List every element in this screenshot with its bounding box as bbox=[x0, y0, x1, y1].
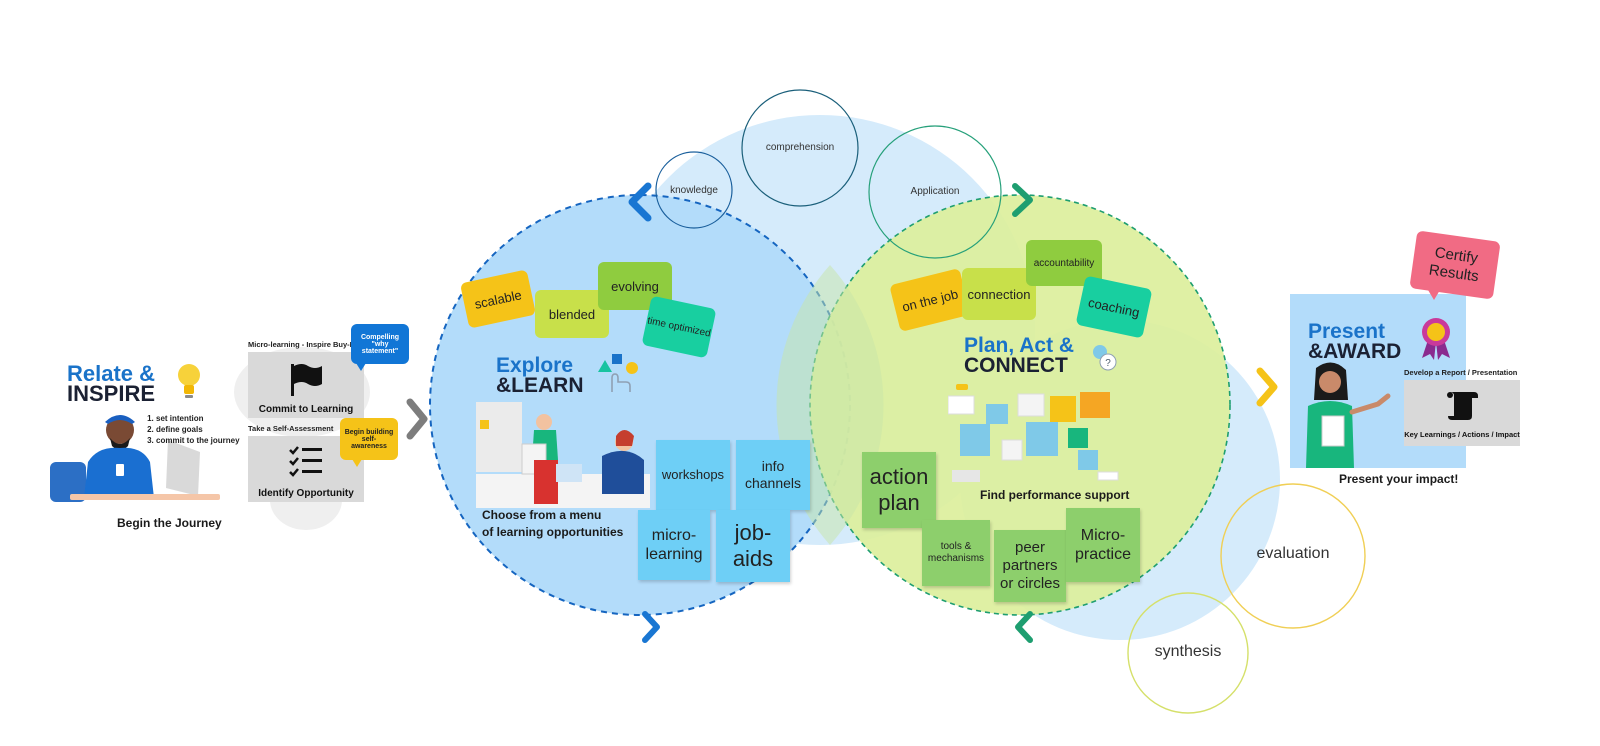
shapes-touch-icon bbox=[598, 354, 638, 392]
info-channels-sticky: info channels bbox=[736, 440, 810, 510]
chevron-right-icon bbox=[1256, 367, 1278, 407]
explore-title-line1: Explore bbox=[496, 354, 574, 377]
report-card-caption: Key Learnings / Actions / Impact bbox=[1404, 430, 1520, 439]
report-label: Develop a Report / Presentation bbox=[1404, 368, 1518, 377]
scroll-document-icon bbox=[1447, 392, 1478, 420]
present-title-line1: Present bbox=[1308, 320, 1386, 343]
chevron-right-icon bbox=[406, 398, 428, 440]
relate-caption: Begin the Journey bbox=[117, 516, 222, 530]
relate-step: set intention bbox=[156, 413, 240, 424]
explore-caption-line1: Choose from a menu bbox=[482, 508, 602, 522]
explore-caption-line2: of learning opportunities bbox=[482, 525, 624, 539]
synthesis-label: synthesis bbox=[1154, 643, 1222, 660]
identify-card-caption: Identify Opportunity bbox=[258, 488, 354, 499]
evaluation-ring bbox=[1220, 483, 1366, 629]
comprehension-label: comprehension bbox=[765, 142, 835, 153]
person-at-laptop-illustration bbox=[50, 415, 220, 502]
action-plan-sticky: action plan bbox=[862, 452, 936, 528]
present-title-line2: &AWARD bbox=[1308, 340, 1402, 363]
chevron-right-icon bbox=[1012, 183, 1033, 217]
synthesis-ring bbox=[1127, 592, 1249, 714]
lightbulb-icon bbox=[178, 364, 200, 398]
micro-learning-sticky: micro-learning bbox=[638, 510, 710, 580]
application-label: Application bbox=[910, 186, 960, 197]
self-awareness-bubble: Begin building self-awareness bbox=[340, 418, 398, 460]
tools-mechanisms-sticky: tools & mechanisms bbox=[922, 520, 990, 586]
commit-card-caption: Commit to Learning bbox=[258, 404, 354, 415]
explore-title-line2: &LEARN bbox=[496, 374, 584, 397]
connect-title-line2: CONNECT bbox=[964, 354, 1068, 377]
micro-practice-sticky: Micro-practice bbox=[1066, 508, 1140, 582]
why-statement-bubble: Compelling "why statement" bbox=[351, 324, 409, 364]
question-chat-icon: ? bbox=[1093, 345, 1117, 371]
connection-bubble: connection bbox=[962, 268, 1036, 320]
peer-partners-sticky: peer partners or circles bbox=[994, 530, 1066, 602]
assessment-label: Take a Self-Assessment bbox=[248, 424, 334, 433]
commit-top-label: Micro-learning - Inspire Buy-In bbox=[248, 340, 357, 349]
award-ribbon-icon bbox=[1422, 318, 1450, 360]
comprehension-ring bbox=[741, 89, 859, 207]
relate-title-line1: Relate & bbox=[67, 361, 156, 386]
knowledge-label: knowledge bbox=[670, 185, 718, 196]
chevron-right-icon bbox=[642, 611, 660, 643]
job-aids-sticky: job-aids bbox=[716, 510, 790, 582]
relate-steps-list: set intention define goals commit to the… bbox=[142, 413, 240, 446]
certify-results-bubble: Certify Results bbox=[1409, 230, 1501, 300]
workshops-sticky: workshops bbox=[656, 440, 730, 510]
relate-title-line2: INSPIRE bbox=[67, 381, 156, 406]
video-call-collage-illustration bbox=[948, 384, 1119, 482]
evaluation-label: evaluation bbox=[1256, 545, 1330, 562]
checklist-icon bbox=[289, 446, 322, 477]
woman-presenting-illustration bbox=[1306, 362, 1391, 468]
blended-bubble: blended bbox=[535, 290, 609, 338]
relate-step: define goals bbox=[156, 424, 240, 435]
flag-icon bbox=[291, 364, 322, 396]
people-discussing-illustration bbox=[476, 402, 650, 508]
relate-step: commit to the journey bbox=[156, 435, 240, 446]
application-ring bbox=[868, 125, 1002, 259]
knowledge-ring bbox=[655, 151, 733, 229]
svg-text:?: ? bbox=[1105, 358, 1111, 369]
connect-title-line1: Plan, Act & bbox=[964, 334, 1075, 357]
commit-card: Commit to Learning bbox=[248, 352, 364, 418]
report-card: Key Learnings / Actions / Impact bbox=[1404, 380, 1520, 446]
connect-caption: Find performance support bbox=[980, 488, 1130, 502]
chevron-left-icon bbox=[1015, 611, 1033, 643]
chevron-left-icon bbox=[628, 182, 652, 222]
accountability-bubble: accountability bbox=[1026, 240, 1102, 286]
present-caption: Present your impact! bbox=[1339, 472, 1459, 486]
